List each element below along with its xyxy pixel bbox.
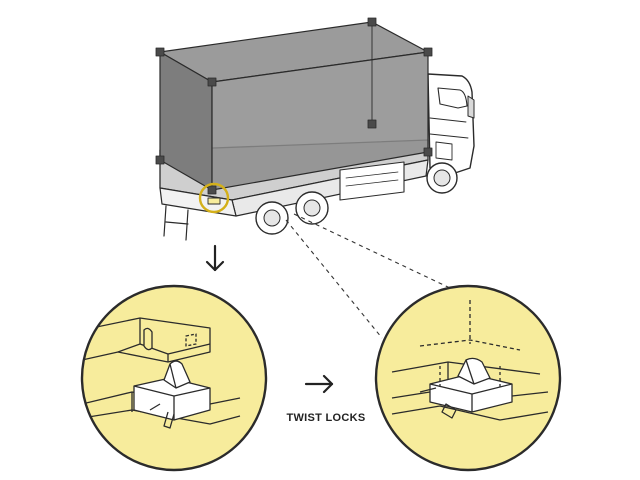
arrow-right-icon bbox=[304, 374, 334, 394]
truck-rear-wheels bbox=[255, 191, 329, 235]
twistlock-highlight-ring bbox=[198, 182, 230, 214]
zoom-circle-locked bbox=[374, 284, 562, 472]
truck bbox=[155, 17, 475, 241]
truck-cab bbox=[426, 73, 475, 194]
twist-locks-caption: TWIST LOCKS bbox=[286, 412, 366, 424]
arrow-down-icon bbox=[205, 244, 225, 272]
zoom-circle-unlocked bbox=[80, 284, 268, 472]
shipping-container bbox=[155, 17, 433, 195]
zoom-leader-lines bbox=[285, 213, 451, 339]
